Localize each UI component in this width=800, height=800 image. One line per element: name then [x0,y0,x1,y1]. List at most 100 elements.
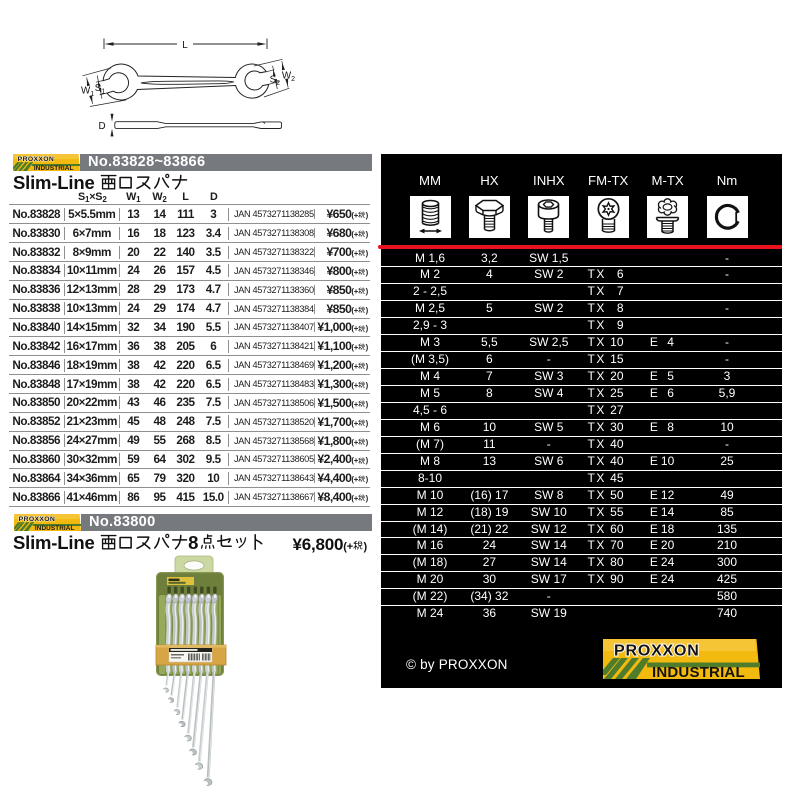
compat-cell-inhx: SW 5 [534,419,564,434]
metric-thread-icon [409,196,451,238]
cell-w2: 18 [153,226,166,240]
cell-model-no: No.83842 [9,339,65,353]
compat-cell-mm: M 2 [419,267,440,282]
dim-sub: 2 [276,80,280,87]
price-tax: (+) [351,475,368,485]
red-divider [377,244,782,250]
compat-cell-inhx: SW 6 [534,453,564,468]
price-amount: ¥1,000 [317,320,352,335]
cell-length: 220 [176,358,195,372]
compat-cell-hx: 10 [482,419,497,434]
cell-w1: 59 [127,452,140,466]
cell-length: 415 [176,490,195,504]
cell-length: 190 [176,320,195,334]
section2-title: Slim-Line 8 [13,532,267,554]
col-header-w2: W2 [152,191,167,204]
cell-size: 12×13mm [65,283,120,297]
compat-cell-inhx: SW 2 [534,267,564,282]
jp-glyph-ten [199,533,216,551]
price-amount: ¥1,300 [317,377,352,392]
jp-glyph-zei [358,306,365,314]
cell-size: 10×13mm [65,302,120,316]
jp-glyph-zei [358,362,365,370]
compat-cell-mm: M 24 [416,606,444,621]
price-tax: (+) [351,456,368,466]
jp-glyph-zei [358,475,365,483]
cell-w2: 46 [153,396,166,410]
jp-glyph-kuchi [117,173,134,191]
jp-glyph-ryo [100,173,117,191]
cell-w2: 42 [153,377,166,391]
cell-w1: 28 [127,283,140,297]
price-tax: (+) [351,305,368,315]
cell-size: 30×32mm [65,452,120,466]
cell-model-no: No.83866 [9,490,65,504]
cell-size: 34×36mm [65,471,120,485]
dim-label-W1: W1 [81,86,94,99]
cell-jan: JAN 4573271138506 [229,397,315,408]
compat-cell-nm: - [724,352,729,367]
dim-label-D: D [98,121,105,132]
cell-model-no: No.83838 [9,302,65,316]
product-photo [155,555,227,786]
cell-model-no: No.83856 [9,434,65,448]
compat-col-1: HX [480,173,499,188]
cell-jan: JAN 4573271138421 [229,341,315,352]
compat-cell-inhx: SW 1,5 [529,250,569,265]
compat-cell-nm: 10 [720,419,734,434]
cell-w1: 49 [127,434,140,448]
dim-main: D [98,121,105,132]
compat-cell-mm: M 2,5 [414,301,445,316]
cell-jan: JAN 4573271138483 [229,379,315,390]
cell-w2: 34 [153,320,166,334]
jp-glyph-zei [358,287,365,295]
cell-model-no: No.83864 [9,471,65,485]
col-header-model [9,190,65,204]
cell-d: 7.5 [199,415,229,429]
dim-sub: 2 [291,76,295,83]
logo-line-text: INDUSTRIAL [34,165,74,171]
price-amount: ¥1,200 [317,358,352,373]
cell-size: 21×23mm [65,415,120,429]
compat-cell-mm: (M 22) [412,589,448,604]
cell-price: ¥2,400(+) [315,452,370,466]
set-number-band: No.83800 [81,514,372,531]
cell-length: 205 [176,339,195,353]
compat-col-2: INHX [533,173,565,188]
price-tax: (+) [351,286,368,296]
footer-logo-wrap: PROXXON INDUSTRIAL [603,639,760,684]
cell-model-no: No.83830 [9,226,65,240]
cell-jan: JAN 4573271138605 [229,454,315,465]
cell-w1: 32 [127,320,140,334]
cell-model-no: No.83860 [9,452,65,466]
compat-cell-inhx: - [546,589,551,604]
cell-length: 111 [177,207,194,221]
compat-cell-mm: M 4 [419,369,440,384]
compat-col-3: FM-TX [588,173,629,188]
cell-price: ¥1,300(+) [315,377,370,391]
cell-size: 10×11mm [65,264,120,278]
